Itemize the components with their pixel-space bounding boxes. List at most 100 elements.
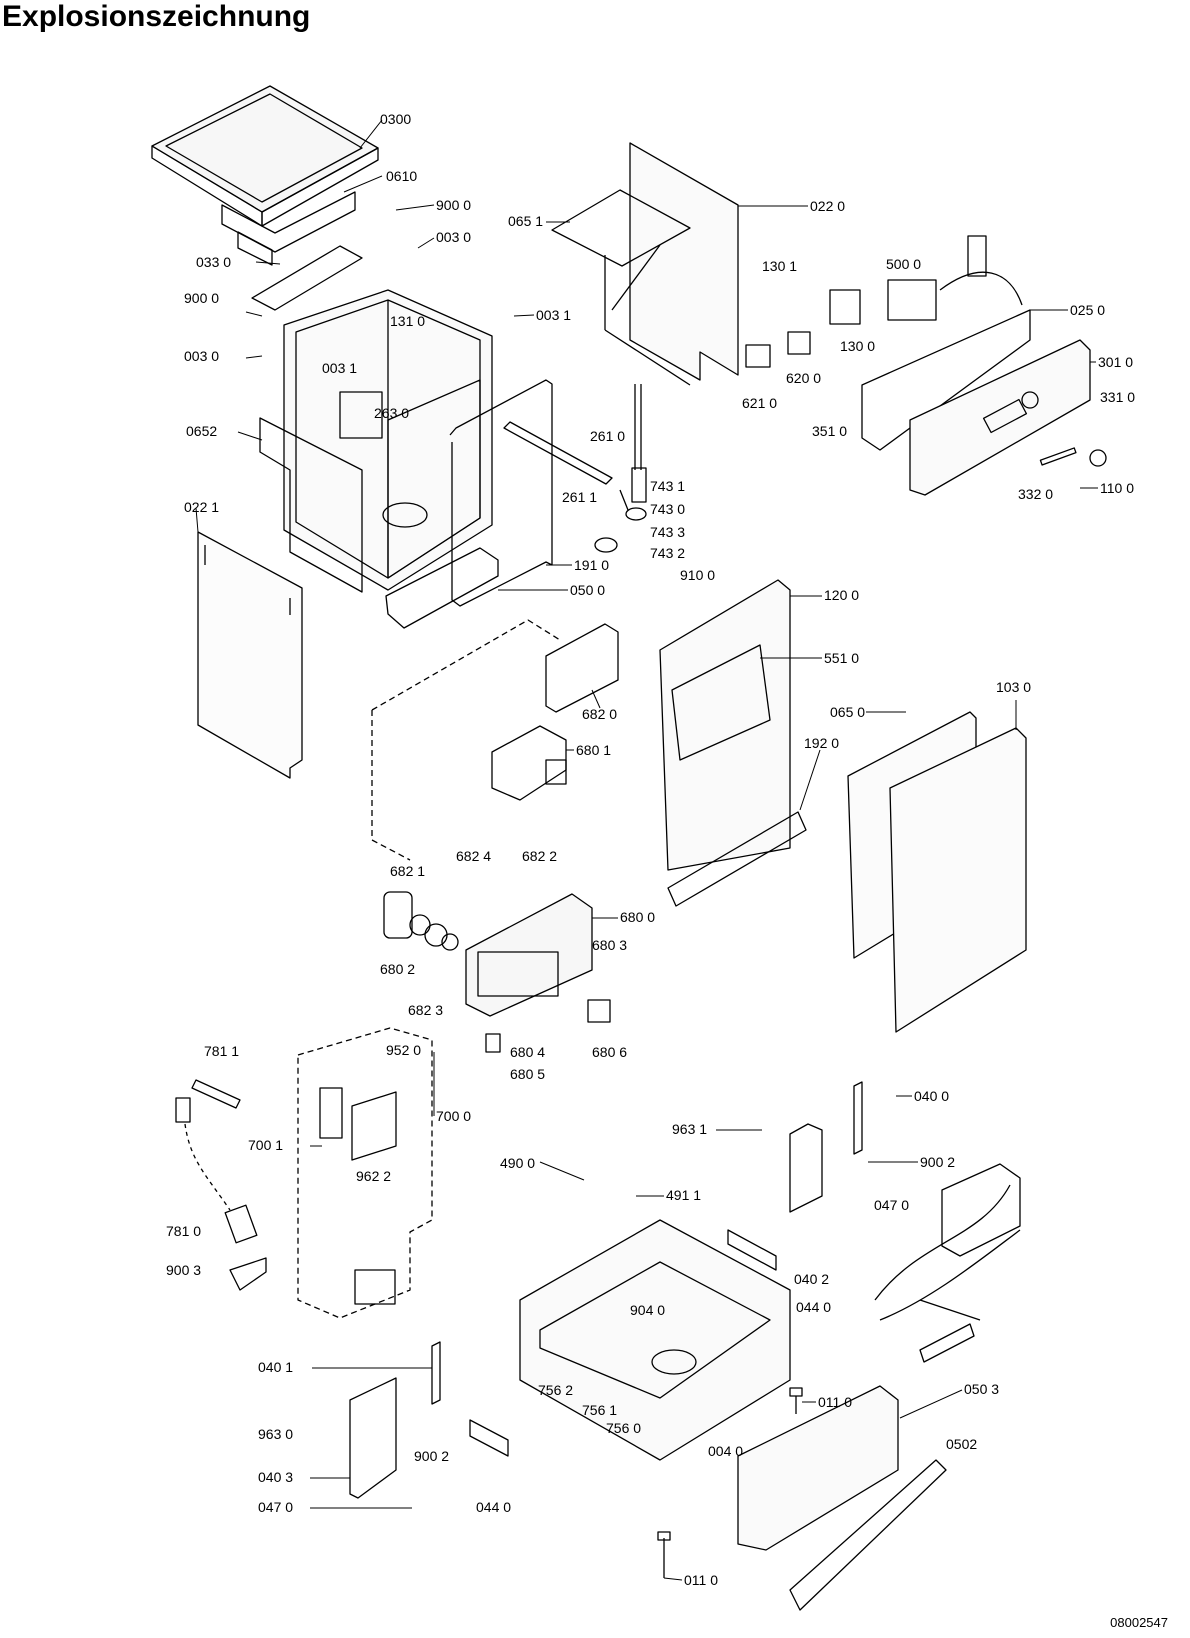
part-label: 131 0 (390, 313, 425, 329)
part-label: 743 2 (650, 545, 685, 561)
part-label: 700 0 (436, 1108, 471, 1124)
part-labels: 0300 0610 900 0 003 0 033 0 900 0 003 0 … (166, 111, 1135, 1588)
part-label: 743 0 (650, 501, 685, 517)
part-label: 050 3 (964, 1381, 999, 1397)
part-label: 952 0 (386, 1042, 421, 1058)
strip-part (251, 245, 363, 311)
part-label: 022 1 (184, 499, 219, 515)
part-label: 004 0 (708, 1443, 743, 1459)
part-label: 781 0 (166, 1223, 201, 1239)
part-label: 044 0 (796, 1299, 831, 1315)
part-label: 050 0 (570, 582, 605, 598)
part-label: 263 0 (374, 405, 409, 421)
part-label: 680 4 (510, 1044, 545, 1060)
switch-small-part (745, 344, 771, 368)
part-label: 756 1 (582, 1402, 617, 1418)
knob-part (1089, 449, 1107, 467)
wiring-part (874, 1184, 1021, 1321)
part-label: 192 0 (804, 735, 839, 751)
part-label: 065 1 (508, 213, 543, 229)
part-label: 621 0 (742, 395, 777, 411)
part-label: 003 0 (184, 348, 219, 364)
part-label: 680 2 (380, 961, 415, 977)
small-part-680-5 (485, 1033, 501, 1053)
dispenser-lid-part (383, 891, 413, 939)
hose-part (175, 1079, 258, 1244)
part-label: 682 3 (408, 1002, 443, 1018)
screw-011-0 (789, 1387, 803, 1414)
part-label: 551 0 (824, 650, 859, 666)
part-label: 756 0 (606, 1420, 641, 1436)
window-part (545, 623, 619, 713)
small-part-680-6 (587, 999, 611, 1023)
part-label: 682 2 (522, 848, 557, 864)
kickplate-part (737, 1385, 899, 1551)
leader-lines (195, 119, 1098, 1581)
part-label: 500 0 (886, 256, 921, 272)
heater-clip-part-2 (469, 1419, 509, 1457)
document-number: 08002547 (1110, 1615, 1168, 1630)
bush-part (424, 923, 448, 947)
part-label: 756 2 (538, 1382, 573, 1398)
part-label: 331 0 (1100, 389, 1135, 405)
outer-door-part (889, 727, 1027, 1033)
kickplate-trim-part (789, 1459, 947, 1611)
heater-clip-part (727, 1229, 777, 1271)
part-label: 682 4 (456, 848, 491, 864)
seal-part (441, 933, 459, 951)
worktop-bracket-part (221, 191, 356, 266)
part-label: 963 0 (258, 1426, 293, 1442)
relay-part (787, 331, 811, 355)
bracket-040-1 (431, 1341, 441, 1405)
bar-110-part (1039, 447, 1077, 466)
part-label: 040 3 (258, 1469, 293, 1485)
part-label: 047 0 (874, 1197, 909, 1213)
part-label: 491 1 (666, 1187, 701, 1203)
part-label: 025 0 (1070, 302, 1105, 318)
back-panel (551, 142, 739, 386)
bracket-040-2 (789, 1123, 823, 1213)
screw-011-0-lower (657, 1531, 671, 1578)
part-label: 682 0 (582, 706, 617, 722)
rail-part (385, 547, 499, 629)
side-insulation-part (259, 417, 363, 593)
door-trim-part (667, 811, 807, 907)
part-label: 011 0 (684, 1572, 718, 1588)
part-label: 490 0 (500, 1155, 535, 1171)
part-label: 743 3 (650, 524, 685, 540)
worktop-part (151, 85, 379, 227)
part-label: 040 2 (794, 1271, 829, 1287)
part-label: 332 0 (1018, 486, 1053, 502)
ring-part (409, 914, 431, 936)
part-label: 0652 (186, 423, 217, 439)
part-label: 680 3 (592, 937, 627, 953)
tub-part (283, 289, 493, 591)
part-label: 904 0 (630, 1302, 665, 1318)
part-label: 680 0 (620, 909, 655, 925)
control-panel-part (861, 309, 1091, 496)
part-label: 130 1 (762, 258, 797, 274)
part-label: 910 0 (680, 567, 715, 583)
part-label: 900 2 (414, 1448, 449, 1464)
part-label: 900 2 (920, 1154, 955, 1170)
part-label: 003 0 (436, 229, 471, 245)
part-label: 065 0 (830, 704, 865, 720)
part-label: 261 1 (562, 489, 597, 505)
spray-arm-part (503, 421, 629, 511)
part-label: 040 0 (914, 1088, 949, 1104)
part-label: 900 0 (184, 290, 219, 306)
switch-part (829, 289, 861, 325)
part-label: 103 0 (996, 679, 1031, 695)
part-label: 963 1 (672, 1121, 707, 1137)
tube-part (594, 384, 647, 553)
part-label: 900 0 (436, 197, 471, 213)
part-label: 003 1 (322, 360, 357, 376)
part-label: 301 0 (1098, 354, 1133, 370)
part-label: 781 1 (204, 1043, 239, 1059)
dispenser-cover-part (491, 725, 567, 801)
part-label: 191 0 (574, 557, 609, 573)
part-label: 130 0 (840, 338, 875, 354)
part-label: 962 2 (356, 1168, 391, 1184)
connector-part (919, 1323, 975, 1363)
